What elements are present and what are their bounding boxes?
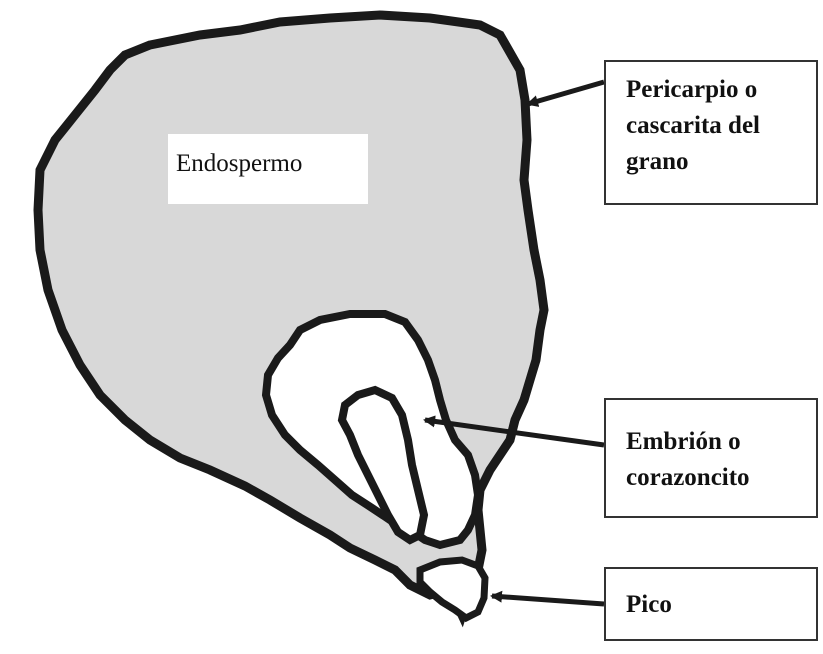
tip-callout: Pico bbox=[604, 567, 818, 641]
tip-label: Pico bbox=[626, 587, 816, 623]
pericarp-label-line-3: grano bbox=[626, 144, 816, 180]
pericarp-label-line-1: Pericarpio o bbox=[626, 72, 816, 108]
pericarp-arrow bbox=[528, 82, 604, 104]
embryo-label-line-1: Embrión o bbox=[626, 424, 816, 460]
embryo-callout: Embrión o corazoncito bbox=[604, 398, 818, 518]
pericarp-callout: Pericarpio o cascarita del grano bbox=[604, 60, 818, 205]
tip-shape bbox=[420, 560, 485, 618]
pericarp-label-line-2: cascarita del bbox=[626, 108, 816, 144]
tip-arrow bbox=[492, 596, 604, 604]
embryo-label-line-2: corazoncito bbox=[626, 460, 816, 496]
endosperm-label: Endospermo bbox=[168, 134, 368, 204]
